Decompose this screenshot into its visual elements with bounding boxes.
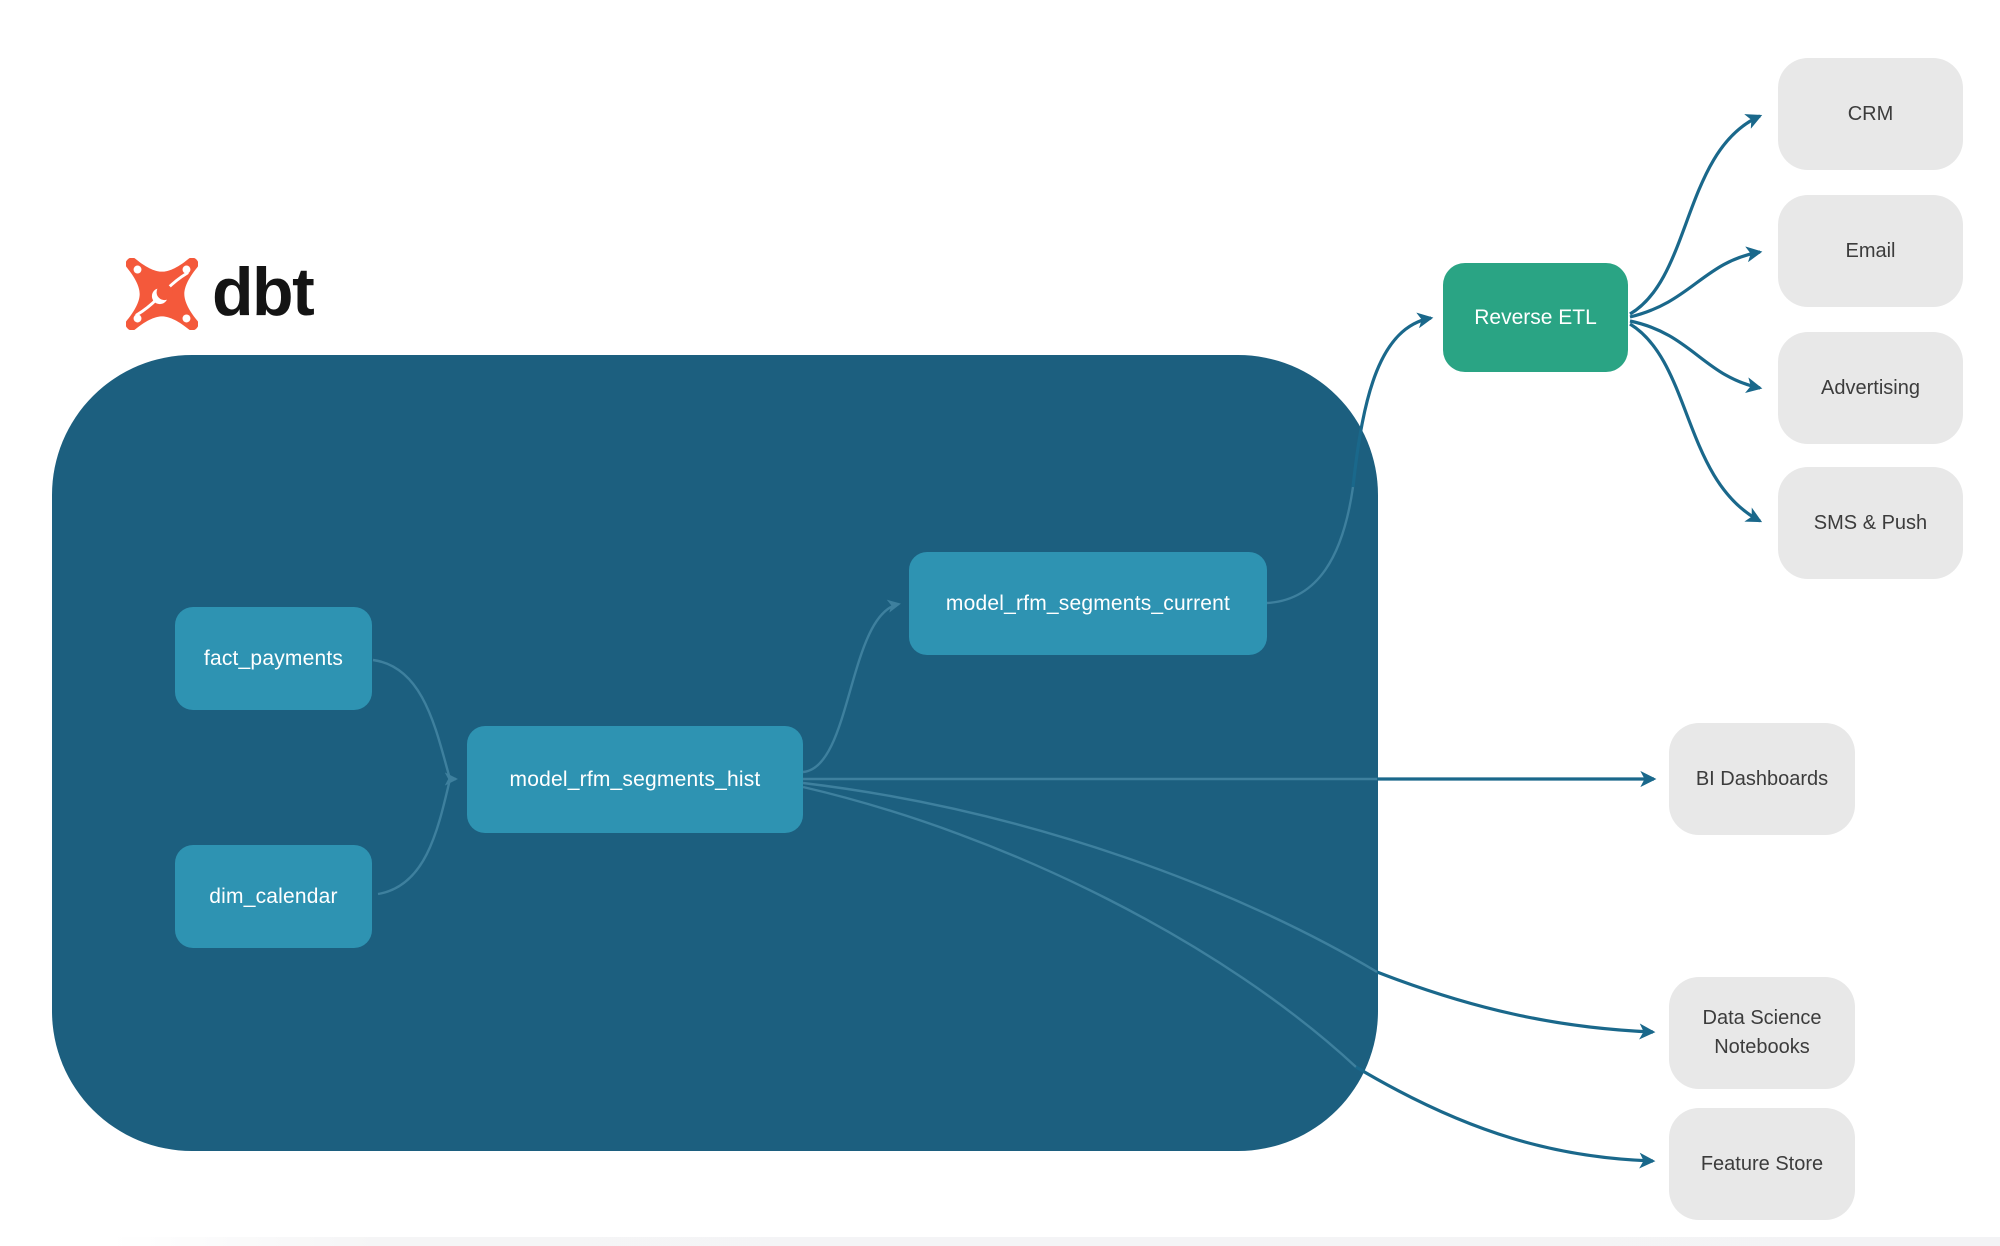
edge-reverse-etl-to-advertising [1629, 319, 1763, 394]
node-advertising[interactable]: Advertising [1778, 332, 1963, 444]
edge-reverse-etl-to-crm [1629, 114, 1763, 316]
bottom-edge-strip [110, 1237, 2000, 1246]
edge-current-to-reverse-etl [1351, 312, 1434, 488]
node-email[interactable]: Email [1778, 195, 1963, 307]
node-dim-calendar[interactable]: dim_calendar [175, 845, 372, 948]
edge-hist-to-feature-store [1355, 1065, 1656, 1169]
edge-hist-to-current [802, 599, 901, 774]
edge-hist-to-data-science-notebooks [1376, 970, 1656, 1040]
dbt-logo-wordmark: dbt [212, 254, 315, 330]
node-crm[interactable]: CRM [1778, 58, 1963, 170]
node-label: model_rfm_segments_hist [509, 767, 761, 791]
node-label: Advertising [1821, 376, 1920, 399]
node-sms-push[interactable]: SMS & Push [1778, 467, 1963, 579]
node-label: Data Science Notebooks [1702, 1007, 1822, 1058]
node-label: SMS & Push [1813, 511, 1928, 534]
node-label: Feature Store [1700, 1152, 1824, 1175]
node-label: dim_calendar [209, 884, 338, 908]
edge-reverse-etl-to-email [1629, 246, 1763, 319]
dbt-logo: dbt [126, 254, 315, 330]
node-bi-dashboards[interactable]: BI Dashboards [1669, 723, 1855, 835]
node-label: fact_payments [203, 646, 344, 670]
node-reverse-etl[interactable]: Reverse ETL [1443, 263, 1628, 372]
edge-reverse-etl-to-sms-push [1629, 322, 1763, 523]
edge-hist-to-notebooks-inside [802, 781, 1378, 974]
node-label: BI Dashboards [1695, 767, 1829, 790]
node-label: CRM [1847, 102, 1894, 125]
node-feature-store[interactable]: Feature Store [1669, 1108, 1855, 1220]
node-model-rfm-segments-current[interactable]: model_rfm_segments_current [909, 552, 1267, 655]
edge-current-to-reverse-etl-inside [1266, 486, 1355, 605]
node-model-rfm-segments-hist[interactable]: model_rfm_segments_hist [467, 726, 803, 833]
node-label: Reverse ETL [1474, 305, 1597, 329]
edge-dim-calendar-to-hist [377, 778, 452, 896]
node-label: model_rfm_segments_current [945, 591, 1231, 615]
dbt-logo-icon [126, 258, 198, 330]
edge-hist-to-feature-store-inside [802, 785, 1357, 1068]
node-fact-payments[interactable]: fact_payments [175, 607, 372, 710]
node-label: Email [1845, 239, 1896, 262]
edge-fact-payments-to-hist [372, 658, 452, 780]
node-data-science-notebooks[interactable]: Data Science Notebooks [1669, 977, 1855, 1089]
